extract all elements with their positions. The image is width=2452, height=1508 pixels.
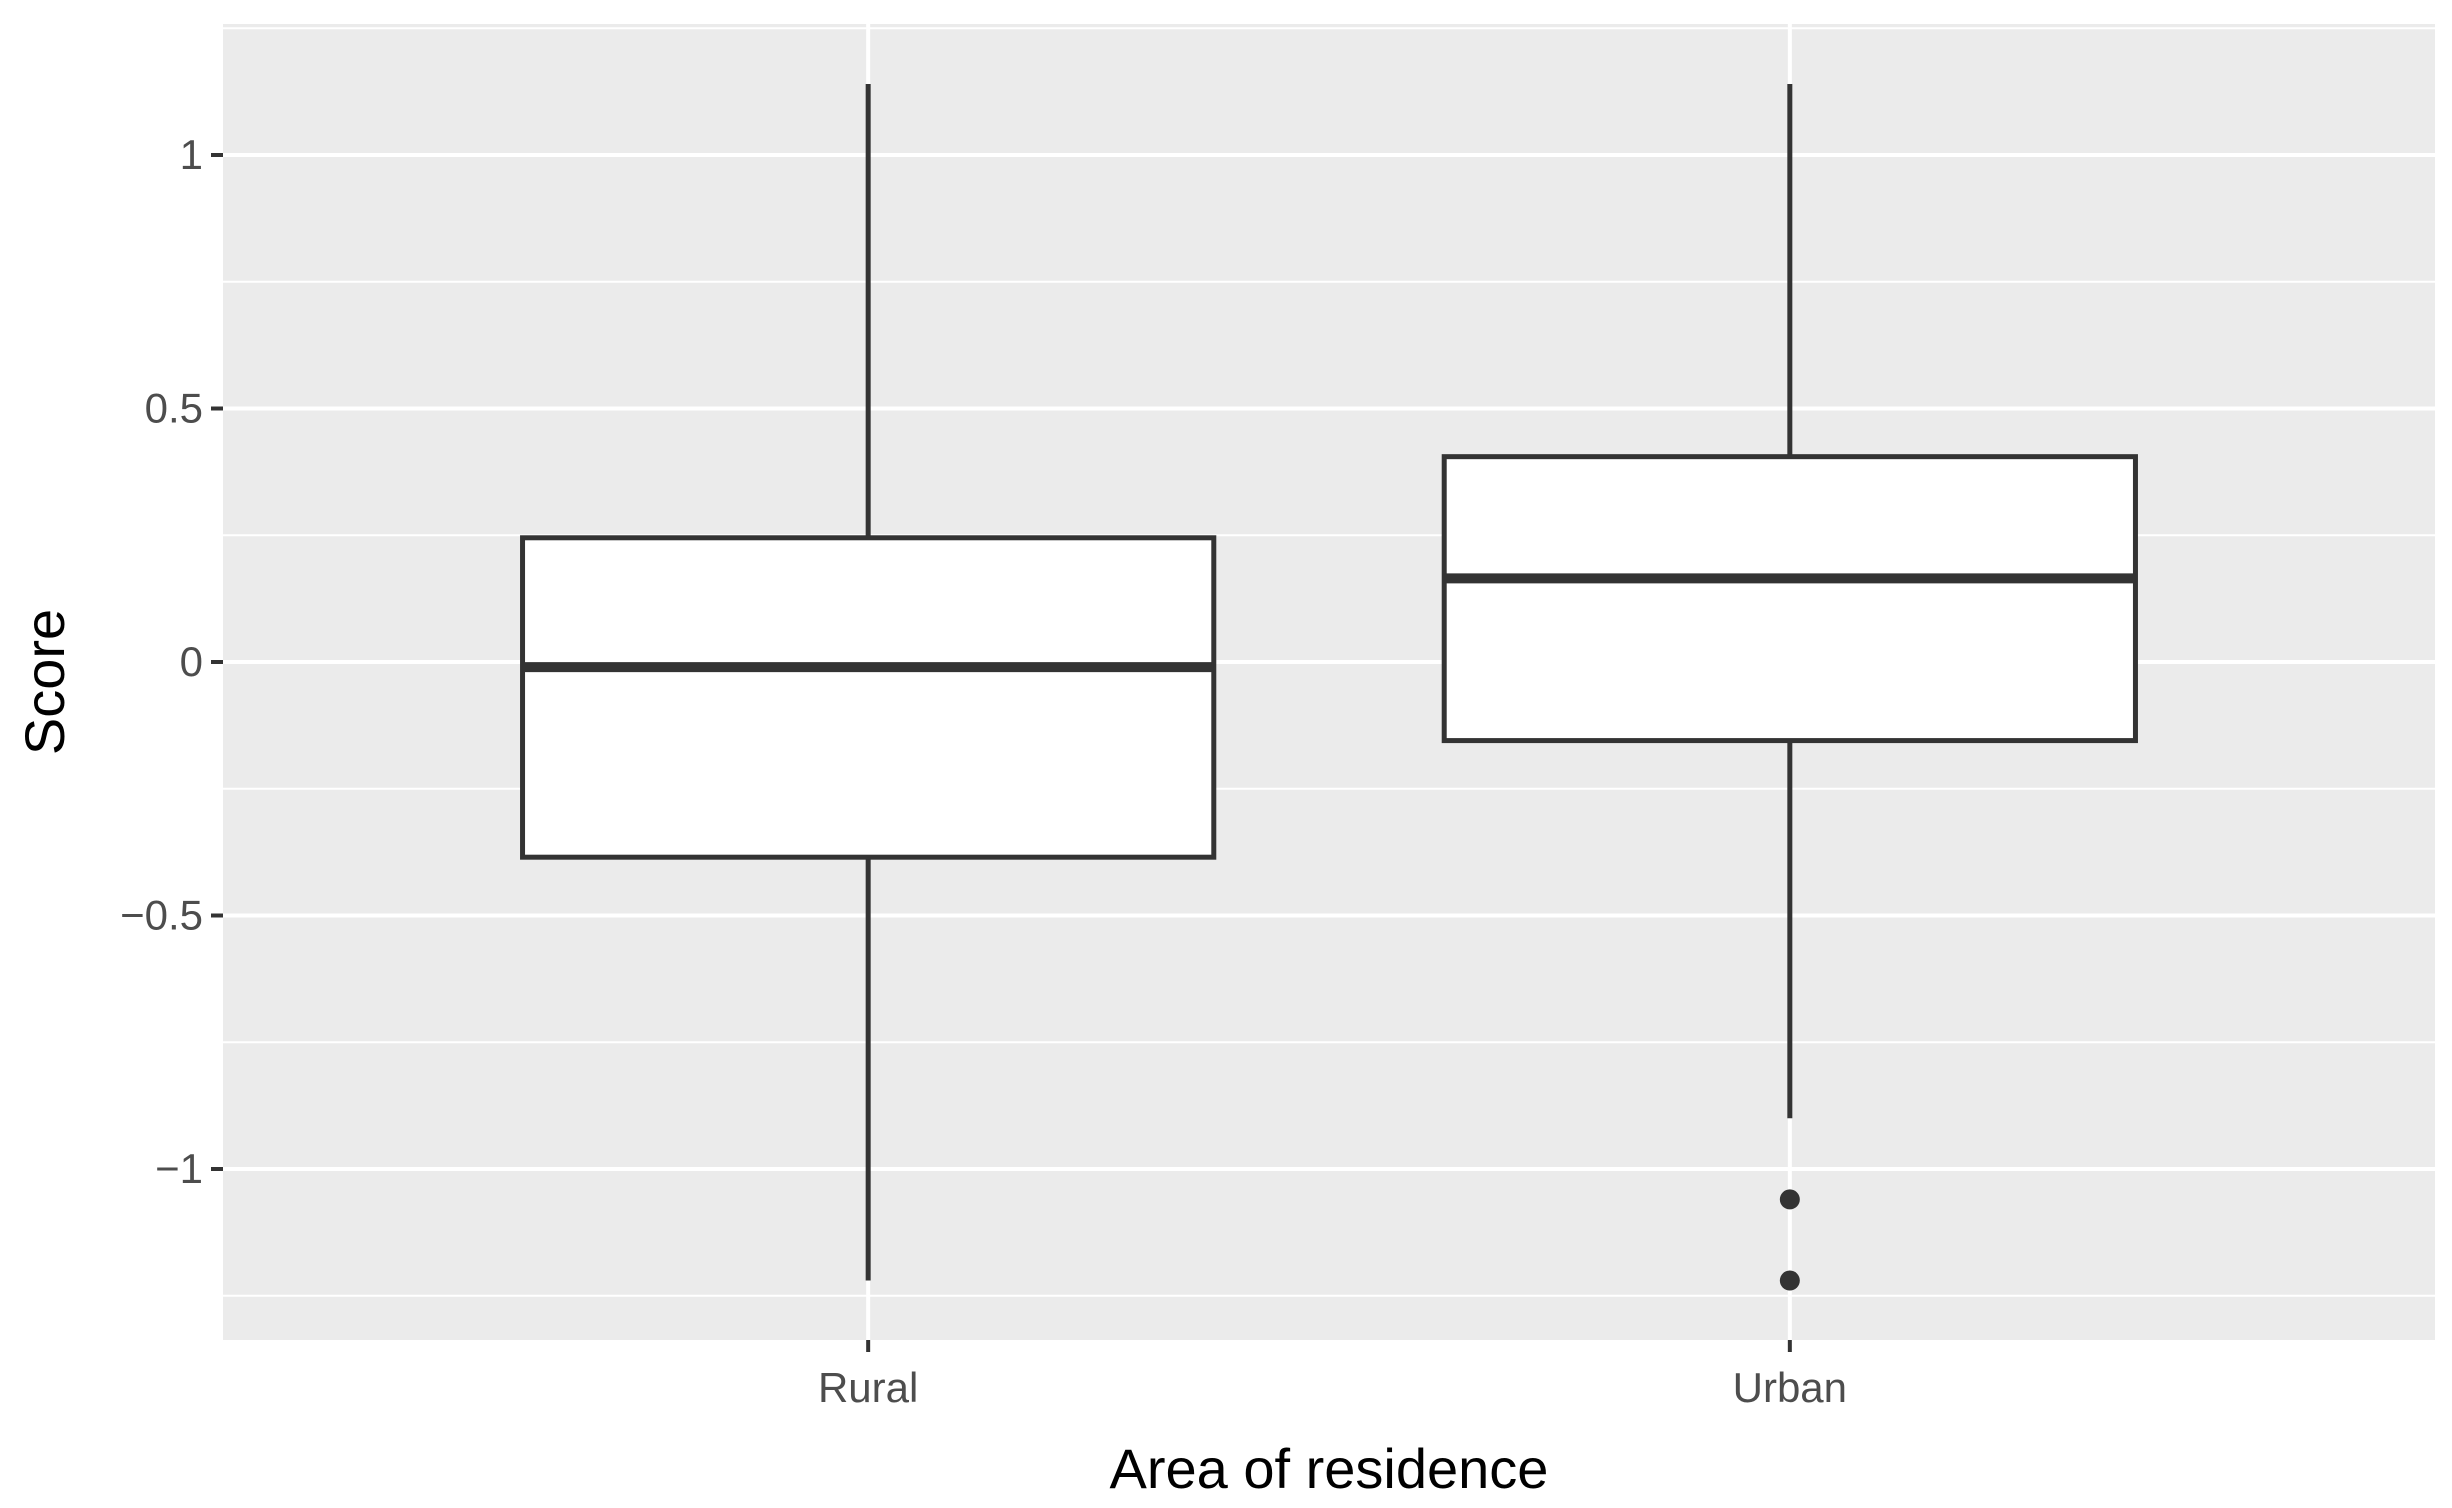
y-tick-label: −1 xyxy=(155,1145,203,1192)
box-urban xyxy=(1441,84,2138,1291)
y-axis: 1 0.5 0 −0.5 −1 xyxy=(120,131,223,1192)
y-tick-label: −0.5 xyxy=(120,892,203,939)
box-iqr xyxy=(520,535,1217,860)
x-tick-label: Rural xyxy=(818,1364,918,1411)
y-tick-label: 0.5 xyxy=(145,385,203,432)
y-tick-label: 0 xyxy=(180,638,203,685)
outlier-point xyxy=(1779,1270,1800,1291)
outlier-point xyxy=(1779,1189,1800,1210)
box-rural xyxy=(520,84,1217,1281)
box-series xyxy=(520,84,2138,1291)
y-axis-title: Score xyxy=(13,609,76,755)
y-tick-label: 1 xyxy=(180,131,203,178)
x-tick-label: Urban xyxy=(1733,1364,1847,1411)
x-axis: Rural Urban xyxy=(818,1340,1847,1411)
x-axis-title: Area of residence xyxy=(1110,1437,1549,1500)
box-iqr xyxy=(1441,454,2138,744)
